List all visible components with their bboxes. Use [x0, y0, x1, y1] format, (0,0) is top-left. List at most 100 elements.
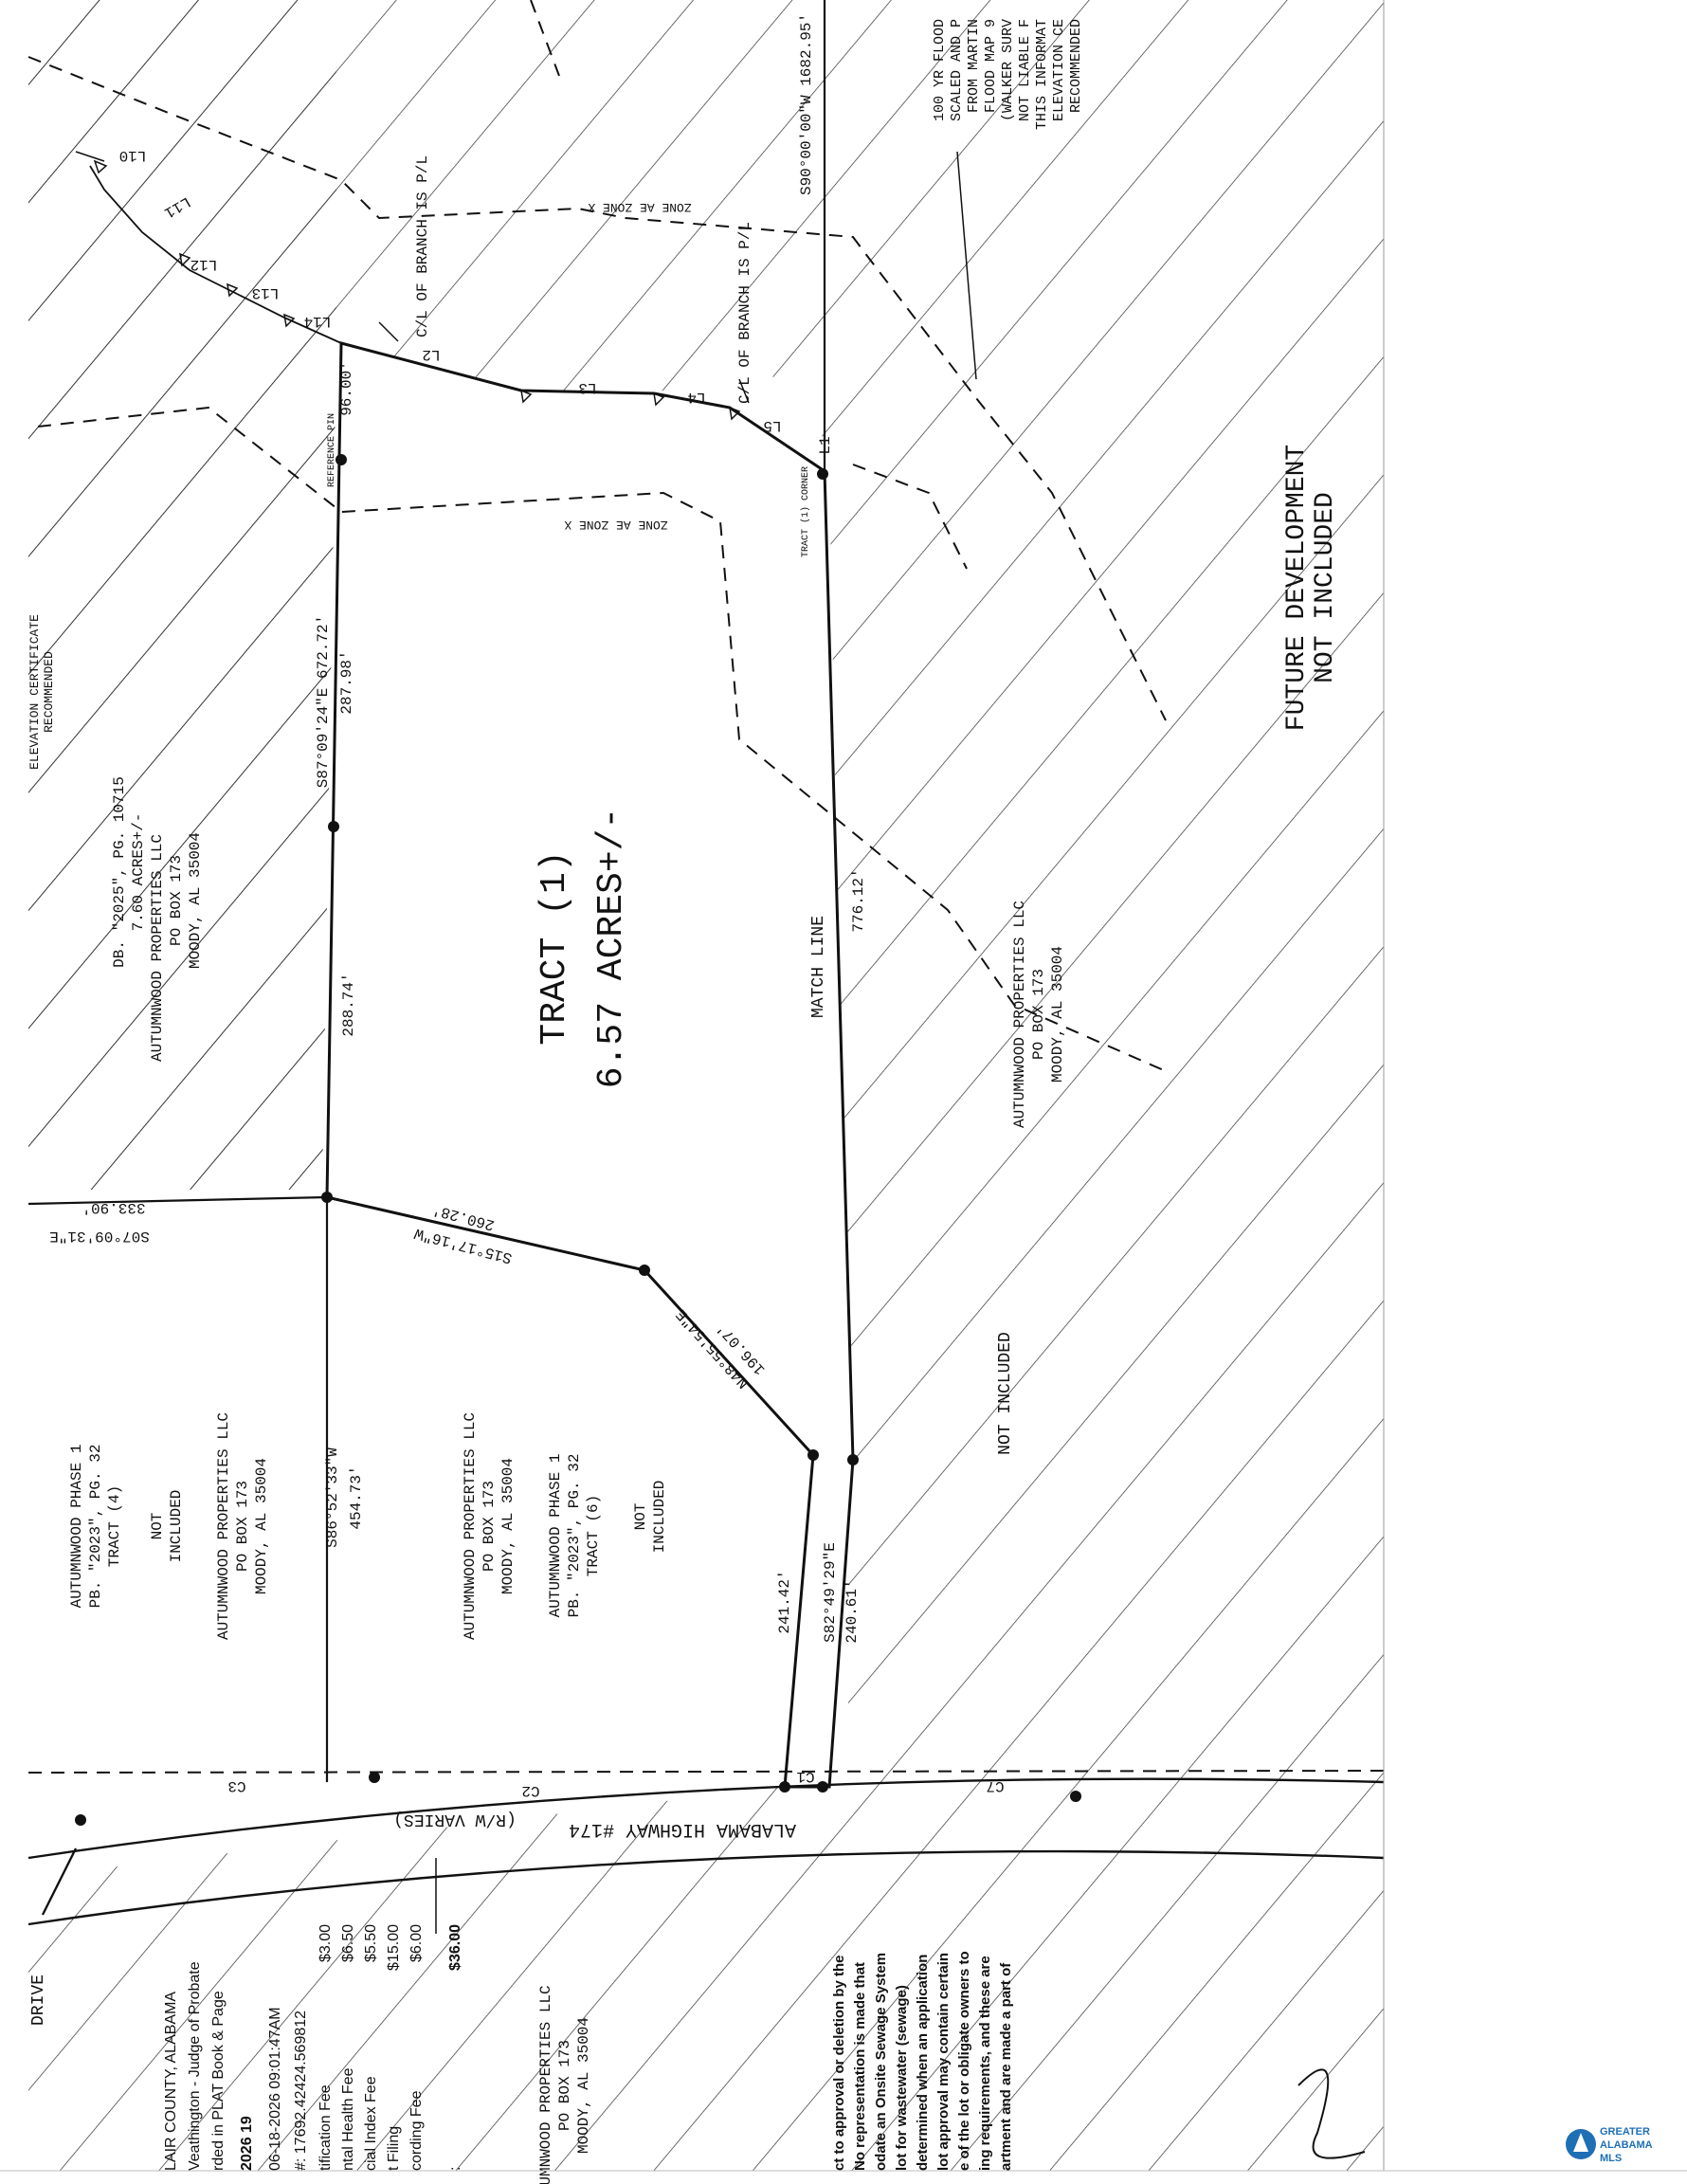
tract-title-group: TRACT (1) 6.57 ACRES+/-: [535, 808, 632, 1088]
logo-svg: GREATER ALABAMA MLS: [1566, 2126, 1653, 2164]
owner-top-left-4: MOODY, AL 35004: [187, 832, 204, 969]
bearing-north-seg2: 288.74': [340, 973, 357, 1036]
rec-number: #: 17692.42424.569812: [293, 2011, 309, 2171]
bearing-s82-dist-a: 241.42': [776, 1570, 793, 1633]
health-note-4: determined when an application: [915, 1955, 931, 2171]
label-match-line: MATCH LINE: [809, 916, 828, 1018]
tract6-3: AUTUMNWOOD PHASE 1: [547, 1454, 564, 1618]
health-note-0: ct to approval or deletion by the: [831, 1955, 847, 2171]
health-note-2: odate an Onsite Sewage System: [873, 1953, 889, 2171]
logo-house-icon: [1573, 2133, 1588, 2152]
flood-note-5: NOT LIABLE F: [1017, 19, 1033, 121]
highway-dot-1: [779, 1781, 790, 1793]
tract-acres: 6.57 ACRES+/-: [591, 808, 632, 1088]
health-note-3: lot for wastewater (sewage): [894, 1985, 910, 2171]
flood-note-6: THIS INFORMAT: [1034, 19, 1050, 130]
health-note-8: artment and are made a part of: [998, 1962, 1014, 2171]
label-l12: L12: [190, 256, 218, 273]
logo-line3: MLS: [1600, 2153, 1622, 2164]
label-zone-mid: ZONE AE ZONE X: [564, 518, 667, 532]
label-drive: DRIVE: [29, 1975, 48, 2026]
bearing-top-east: S90°00'00"W 1682.95': [798, 13, 815, 195]
s82-line-a: [783, 1454, 815, 1788]
health-note: ct to approval or deletion by the No rep…: [831, 1951, 1014, 2171]
marker-l13: [227, 282, 239, 298]
tract6-1: PO BOX 173: [481, 1481, 498, 1572]
highway-dot-5: [1070, 1791, 1081, 1802]
flood-line-mid: [37, 406, 1167, 1072]
rec-total-label: :: [447, 2167, 463, 2171]
corner-dot-e: [847, 1454, 859, 1465]
tract6-0: AUTUMNWOOD PROPERTIES LLC: [462, 1412, 479, 1640]
flood-note-3: FLOOD MAP 9: [983, 19, 999, 113]
tract6-2: MOODY, AL 35004: [499, 1458, 517, 1594]
flood-note-7: ELEVATION CE: [1051, 19, 1067, 121]
bearing-north-line: S87°09'24"E 672.72': [315, 615, 332, 788]
hatched-regions: [28, 0, 1384, 2171]
leader-flood-note: [956, 151, 977, 380]
tract4-7: MOODY, AL 35004: [253, 1458, 270, 1594]
north-property-line: [325, 342, 343, 1198]
highway-dot-3: [369, 1772, 380, 1783]
bearing-s82: S82°49'29"E: [822, 1542, 839, 1643]
marker-l5: [729, 406, 741, 421]
tract4-3: NOT: [149, 1513, 166, 1540]
label-l5: L5: [763, 417, 781, 434]
bearing-north-seg1: 287.98': [338, 650, 355, 714]
label-l10: L10: [119, 147, 147, 164]
label-reference-pin: REFERENCE PIN: [327, 413, 337, 487]
label-future-not-included: NOT INCLUDED: [1311, 492, 1340, 683]
hatch-north-region: [28, 0, 1384, 2171]
corner-dot-n48: [807, 1449, 819, 1461]
tract4-2: TRACT (4): [106, 1485, 123, 1567]
label-not-included-east: NOT INCLUDED: [996, 1332, 1015, 1455]
bearing-west-line: S07°09'31"E: [49, 1228, 150, 1245]
owner-block-tract4: AUTUMNWOOD PHASE 1 PB. "2023", PG. 32 TR…: [68, 1412, 270, 1640]
label-zone-top: ZONE AE ZONE X: [588, 200, 691, 214]
flood-line-lower: [852, 464, 968, 570]
owner-east-0: AUTUMNWOOD PROPERTIES LLC: [1011, 901, 1028, 1128]
health-note-1: No representation is made that: [852, 1962, 868, 2171]
rec-book-page: 2026 19: [239, 2116, 255, 2171]
north-line-dot: [328, 821, 339, 832]
flood-zone-lines: [27, 0, 1385, 1774]
flood-line-top: [27, 56, 1167, 721]
drive-curve: [41, 1847, 78, 1916]
label-l14: L14: [304, 313, 332, 330]
label-c7: C7: [986, 1777, 1004, 1794]
line-markers: [93, 159, 741, 421]
rec-datetime: 06-18-2026 09:01:47AM: [267, 2007, 283, 2171]
bearing-west-dist: 333.90': [82, 1199, 145, 1216]
logo-line1: GREATER: [1600, 2126, 1650, 2138]
greater-alabama-mls-logo: GREATER ALABAMA MLS: [1564, 2112, 1678, 2173]
owner-block-bottom: UMNWOOD PROPERTIES LLC PO BOX 173 MOODY,…: [537, 1985, 592, 2184]
rec-fee-2-name: cial Index Fee: [363, 2076, 379, 2171]
monuments: [75, 454, 1081, 1826]
rec-fee-0-name: tification Fee: [317, 2084, 334, 2171]
label-l3: L3: [578, 379, 596, 396]
owner-top-left-1: 7.60 ACRES+/-: [130, 813, 147, 932]
tract6-6: NOT: [632, 1503, 649, 1531]
label-tract-pin: TRACT (1) CORNER: [800, 466, 811, 557]
branch-to-l1: [75, 151, 105, 162]
owner-top-left-2: AUTUMNWOOD PROPERTIES LLC: [149, 834, 166, 1062]
rec-recorded: rded in PLAT Book & Page: [210, 1991, 227, 2171]
reference-pin-dot: [336, 454, 347, 465]
flood-note-0: 100 YR FLOOD: [932, 19, 948, 121]
s15-line: [326, 1195, 645, 1272]
health-note-7: ing requirements, and these are: [977, 1956, 993, 2171]
highway: [27, 1777, 1385, 1926]
leader-cl-branch-1: [378, 321, 399, 342]
rec-fee-4-amt: $6.00: [408, 1924, 425, 1962]
flood-note-2: FROM MARTIN: [966, 19, 982, 113]
owner-block-top-left: DB. "2025", PG. 10715 7.60 ACRES+/- AUTU…: [27, 614, 204, 1062]
marker-l4: [653, 391, 665, 407]
tract4-1: PB. "2023", PG. 32: [87, 1445, 104, 1609]
rec-judge: Veathington - Judge of Probate: [187, 1961, 203, 2171]
flood-note: 100 YR FLOOD SCALED AND P FROM MARTIN FL…: [932, 19, 1084, 130]
n48-line: [644, 1269, 814, 1456]
owner-top-left-3: PO BOX 173: [168, 855, 185, 946]
owner-top-left-0: DB. "2025", PG. 10715: [111, 776, 128, 968]
tract6-5: TRACT (6): [585, 1495, 602, 1576]
